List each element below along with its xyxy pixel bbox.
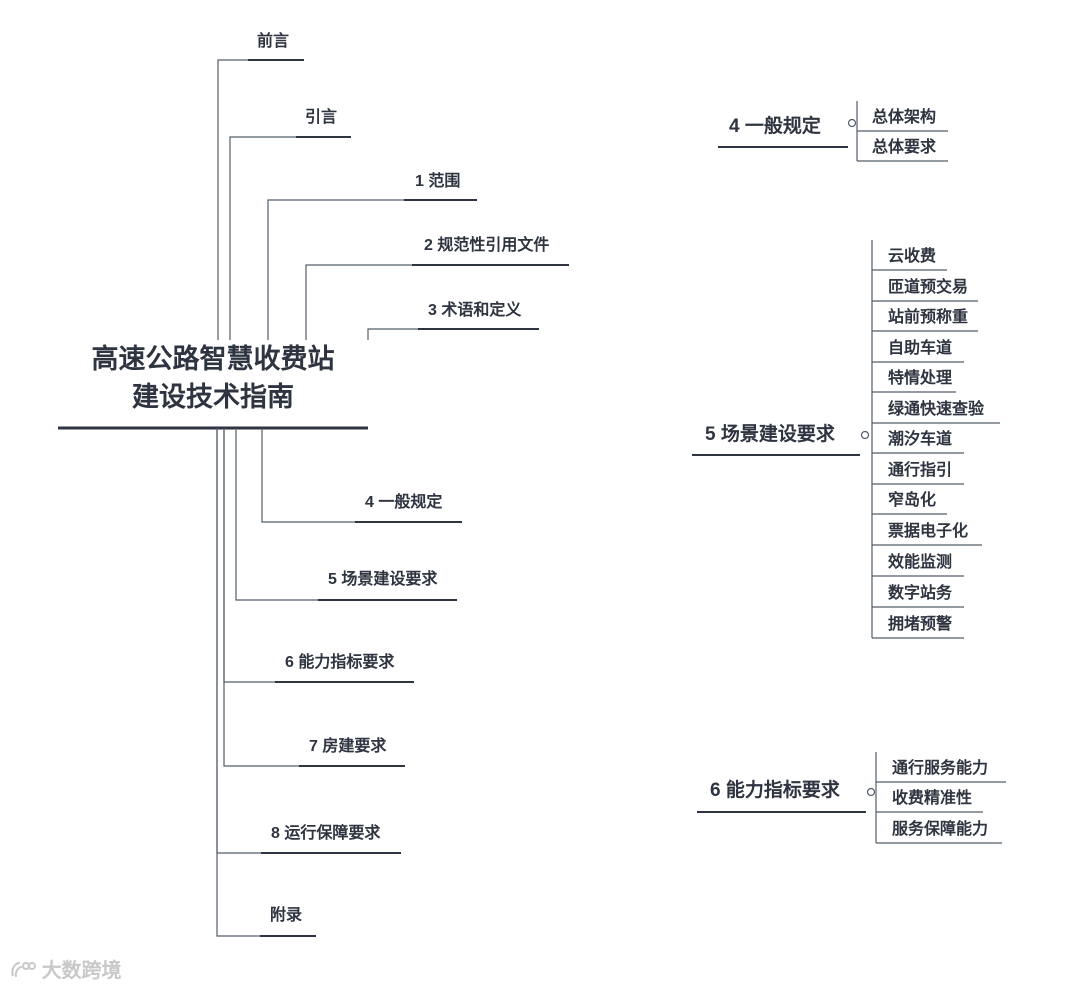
root-topic[interactable]: 高速公路智慧收费站 建设技术指南 [58, 340, 368, 416]
root-title-line-1: 高速公路智慧收费站 [91, 344, 335, 374]
group-5-item[interactable]: 绿通快速查验 [888, 401, 985, 418]
group-5-item[interactable]: 票据电子化 [888, 523, 969, 540]
group-6-item[interactable]: 服务保障能力 [892, 821, 989, 838]
watermark: 大数跨境 [10, 954, 122, 983]
group-6-title[interactable]: 6 能力指标要求 [710, 780, 840, 801]
chapter-8-operations[interactable]: 8 运行保障要求 [271, 825, 381, 842]
group-5-item[interactable]: 窄岛化 [888, 492, 937, 509]
watermark-logo-icon [11, 962, 36, 978]
group-5-item[interactable]: 拥堵预警 [888, 616, 953, 633]
chapter-connector [235, 428, 318, 601]
chapter-5-scenarios[interactable]: 5 场景建设要求 [328, 571, 438, 588]
chapter-connector [216, 428, 260, 937]
chapter-foreword[interactable]: 前言 [257, 33, 290, 50]
group-5-item[interactable]: 云收费 [888, 248, 937, 265]
connectors [58, 59, 1006, 937]
chapter-connector [217, 59, 248, 340]
group-5-title[interactable]: 5 场景建设要求 [705, 424, 835, 445]
group-4-title[interactable]: 4 一般规定 [729, 116, 821, 137]
root-title-line-2: 建设技术指南 [132, 382, 294, 412]
group-connector-dot-icon [866, 787, 876, 797]
group-4-item[interactable]: 总体要求 [872, 139, 937, 156]
chapter-6-capability[interactable]: 6 能力指标要求 [285, 654, 395, 671]
group-4-item[interactable]: 总体架构 [872, 109, 937, 126]
group-6-item[interactable]: 通行服务能力 [892, 760, 989, 777]
chapter-1-scope[interactable]: 1 范围 [415, 173, 461, 190]
group-5-item[interactable]: 站前预称重 [888, 309, 969, 326]
chapter-connector [223, 428, 275, 683]
chapter-2-references[interactable]: 2 规范性引用文件 [424, 237, 550, 254]
chapter-4-general[interactable]: 4 一般规定 [365, 494, 443, 511]
group-6-item[interactable]: 收费精准性 [892, 790, 973, 807]
group-5-item[interactable]: 通行指引 [888, 462, 953, 479]
group-connector-dot-icon [847, 118, 857, 128]
group-5-item[interactable]: 潮汐车道 [888, 431, 953, 448]
group-5-item[interactable]: 数字站务 [888, 585, 953, 602]
watermark-text: 大数跨境 [41, 960, 122, 982]
chapter-appendix[interactable]: 附录 [270, 907, 303, 924]
group-5-item[interactable]: 匝道预交易 [888, 279, 969, 296]
chapter-introduction[interactable]: 引言 [305, 109, 338, 126]
chapter-connector [261, 428, 355, 523]
chapter-connector [229, 136, 296, 340]
chapter-3-terms[interactable]: 3 术语和定义 [428, 302, 522, 319]
chapter-connector [223, 428, 299, 767]
group-5-item[interactable]: 特情处理 [888, 370, 953, 387]
group-5-item[interactable]: 效能监测 [888, 554, 953, 571]
chapter-connector [367, 328, 418, 340]
chapter-7-buildings[interactable]: 7 房建要求 [309, 738, 387, 755]
group-connector-dot-icon [860, 430, 870, 440]
chapter-connector [267, 199, 404, 340]
chapter-connector [305, 264, 412, 340]
group-5-item[interactable]: 自助车道 [888, 340, 953, 357]
